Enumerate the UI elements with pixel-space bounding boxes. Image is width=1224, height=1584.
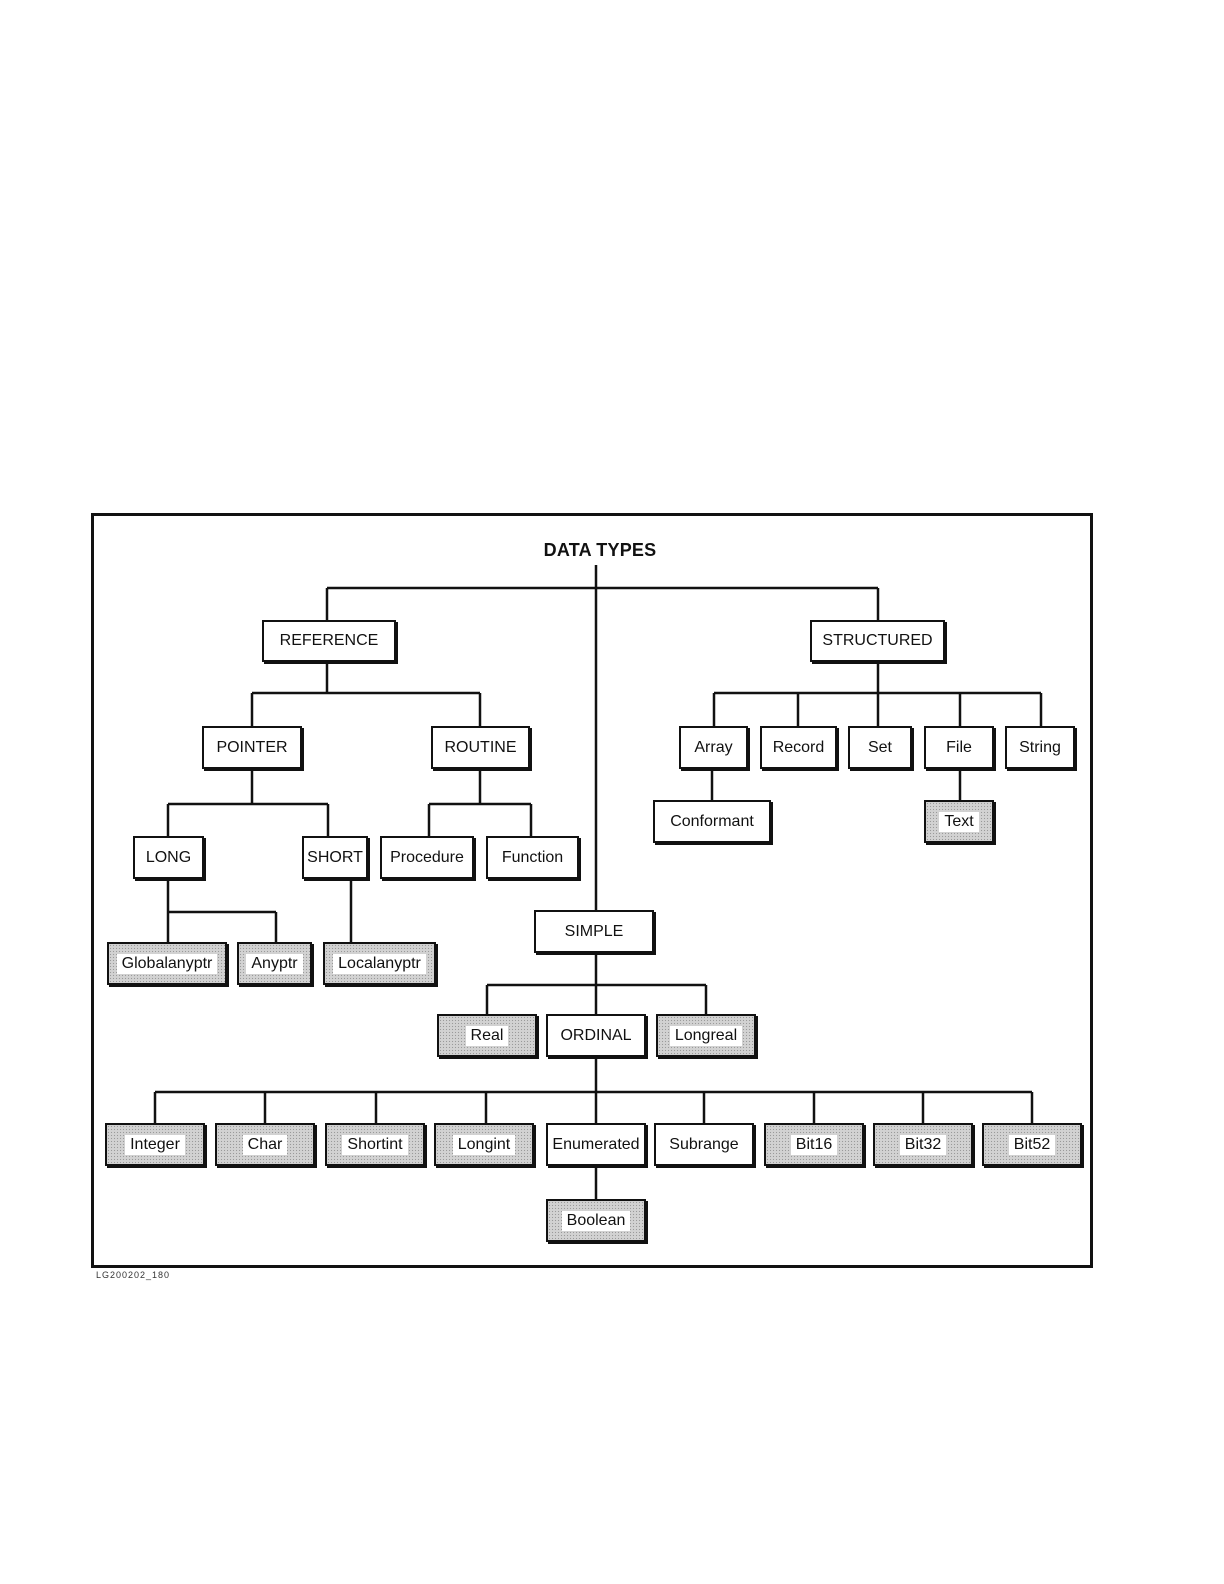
node-subrange: Subrange [654, 1123, 754, 1166]
node-procedure: Procedure [380, 836, 474, 879]
node-bit52: Bit52 [982, 1123, 1082, 1166]
node-label: STRUCTURED [822, 632, 933, 649]
node-label: Integer [125, 1134, 185, 1155]
node-long: LONG [133, 836, 204, 879]
node-text: Text [924, 800, 994, 843]
node-label: Set [867, 738, 892, 756]
node-conformant: Conformant [653, 800, 771, 843]
node-label: POINTER [216, 738, 288, 756]
node-reference: REFERENCE [262, 620, 396, 662]
node-structured: STRUCTURED [810, 620, 945, 662]
node-routine: ROUTINE [431, 726, 530, 769]
node-label: Procedure [390, 848, 464, 866]
node-label: Text [939, 811, 979, 832]
node-bit16: Bit16 [764, 1123, 864, 1166]
node-label: Longint [452, 1134, 516, 1155]
node-real: Real [437, 1014, 537, 1057]
node-label: Bit16 [790, 1134, 838, 1155]
node-label: Boolean [561, 1210, 631, 1231]
node-shortint: Shortint [325, 1123, 425, 1166]
node-label: Char [242, 1134, 288, 1155]
node-char: Char [215, 1123, 315, 1166]
node-label: ROUTINE [444, 738, 517, 756]
node-short: SHORT [302, 836, 368, 879]
node-array: Array [679, 726, 748, 769]
node-longint: Longint [434, 1123, 534, 1166]
node-label: Subrange [669, 1135, 739, 1153]
node-label: REFERENCE [279, 632, 379, 649]
node-label: Bit32 [899, 1134, 947, 1155]
node-label: Anyptr [246, 953, 303, 974]
node-file: File [924, 726, 994, 769]
node-label: Globalanyptr [116, 953, 218, 974]
figure-id: LG200202_180 [96, 1270, 171, 1280]
node-label: Function [501, 848, 564, 866]
node-label: Shortint [342, 1134, 408, 1155]
node-label: Real [465, 1025, 509, 1046]
node-record: Record [760, 726, 837, 769]
node-bit32: Bit32 [873, 1123, 973, 1166]
diagram-frame [91, 513, 1093, 1268]
node-string: String [1005, 726, 1075, 769]
node-label: ORDINAL [560, 1026, 632, 1044]
node-label: Bit52 [1008, 1134, 1056, 1155]
node-enumerated: Enumerated [546, 1123, 646, 1166]
node-pointer: POINTER [202, 726, 302, 769]
node-integer: Integer [105, 1123, 205, 1166]
node-label: String [1019, 738, 1061, 756]
node-label: Enumerated [552, 1135, 640, 1153]
node-label: Array [694, 738, 733, 756]
node-longreal: Longreal [656, 1014, 756, 1057]
node-label: Localanyptr [333, 953, 426, 974]
diagram-title: DATA TYPES [543, 540, 657, 560]
node-label: Conformant [670, 812, 754, 830]
node-boolean: Boolean [546, 1199, 646, 1242]
node-label: Longreal [669, 1025, 743, 1046]
node-label: SIMPLE [564, 922, 624, 940]
node-ordinal: ORDINAL [546, 1014, 646, 1057]
node-label: LONG [145, 848, 192, 866]
node-simple: SIMPLE [534, 910, 654, 953]
node-label: SHORT [307, 848, 363, 866]
node-set: Set [848, 726, 912, 769]
node-localanyptr: Localanyptr [323, 942, 436, 985]
node-label: Record [772, 738, 825, 756]
node-anyptr: Anyptr [237, 942, 312, 985]
node-globalanyptr: Globalanyptr [107, 942, 227, 985]
node-label: File [946, 738, 972, 756]
node-function: Function [486, 836, 579, 879]
